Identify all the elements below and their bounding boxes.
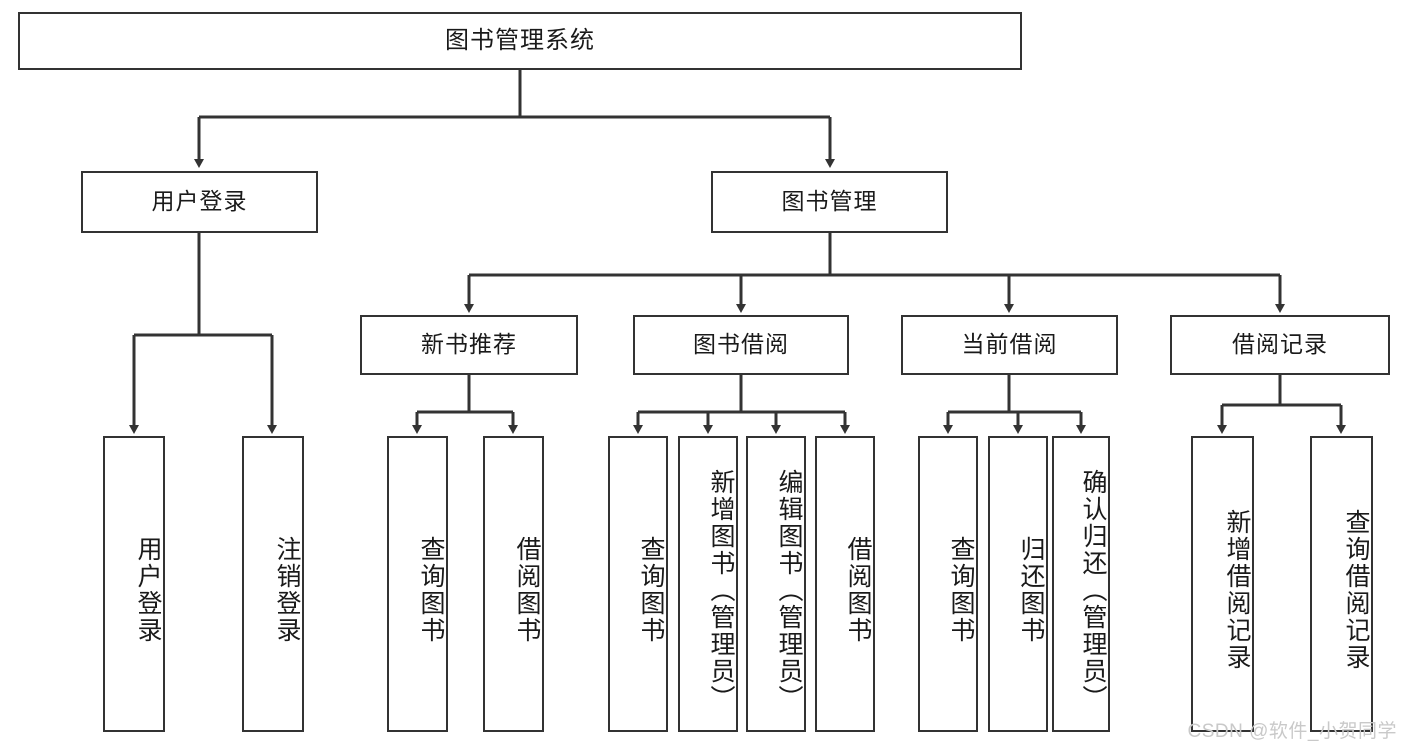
leaf-search-book-recommend-label: 查询图书 [417, 536, 445, 644]
leaf-add-borrow-record[interactable]: 新增借阅记录 [1191, 436, 1254, 732]
node-borrow-records[interactable]: 借阅记录 [1170, 315, 1390, 375]
leaf-borrow-book[interactable]: 借阅图书 [815, 436, 875, 732]
watermark: CSDN @软件_小贺同学 [1187, 721, 1397, 742]
node-root-label: 图书管理系统 [445, 26, 595, 54]
leaf-search-book-current-label: 查询图书 [947, 536, 975, 644]
leaf-confirm-return-admin[interactable]: 确认归还（管理员） [1052, 436, 1110, 732]
leaf-search-book-current[interactable]: 查询图书 [918, 436, 978, 732]
leaf-user-login[interactable]: 用户登录 [103, 436, 165, 732]
leaf-search-book-borrow[interactable]: 查询图书 [608, 436, 668, 732]
node-book-borrow[interactable]: 图书借阅 [633, 315, 849, 375]
node-root[interactable]: 图书管理系统 [18, 12, 1022, 70]
leaf-user-login-label: 用户登录 [134, 536, 162, 644]
leaf-return-book[interactable]: 归还图书 [988, 436, 1048, 732]
node-user-login-label: 用户登录 [151, 188, 248, 215]
leaf-borrow-book-recommend[interactable]: 借阅图书 [483, 436, 544, 732]
node-current-borrow[interactable]: 当前借阅 [901, 315, 1118, 375]
leaf-borrow-book-label: 借阅图书 [844, 536, 872, 644]
node-book-borrow-label: 图书借阅 [693, 331, 789, 358]
leaf-edit-book-admin[interactable]: 编辑图书（管理员） [746, 436, 806, 732]
node-book-management[interactable]: 图书管理 [711, 171, 948, 233]
leaf-logout-label: 注销登录 [273, 536, 301, 644]
node-current-borrow-label: 当前借阅 [961, 331, 1058, 358]
leaf-search-borrow-record[interactable]: 查询借阅记录 [1310, 436, 1373, 732]
leaf-search-book-borrow-label: 查询图书 [637, 536, 665, 644]
leaf-add-book-admin[interactable]: 新增图书（管理员） [678, 436, 738, 732]
node-borrow-records-label: 借阅记录 [1232, 331, 1328, 358]
leaf-search-book-recommend[interactable]: 查询图书 [387, 436, 448, 732]
leaf-edit-book-admin-label: 编辑图书（管理员） [775, 468, 803, 712]
leaf-confirm-return-admin-label: 确认归还（管理员） [1079, 468, 1107, 712]
node-user-login[interactable]: 用户登录 [81, 171, 318, 233]
leaf-logout[interactable]: 注销登录 [242, 436, 304, 732]
leaf-add-borrow-record-label: 新增借阅记录 [1223, 509, 1251, 671]
leaf-return-book-label: 归还图书 [1017, 536, 1045, 644]
node-new-book-recommend[interactable]: 新书推荐 [360, 315, 578, 375]
node-book-management-label: 图书管理 [781, 188, 878, 215]
leaf-add-book-admin-label: 新增图书（管理员） [707, 468, 735, 712]
leaf-search-borrow-record-label: 查询借阅记录 [1342, 509, 1370, 671]
leaf-borrow-book-recommend-label: 借阅图书 [513, 536, 541, 644]
node-new-book-recommend-label: 新书推荐 [421, 331, 517, 358]
